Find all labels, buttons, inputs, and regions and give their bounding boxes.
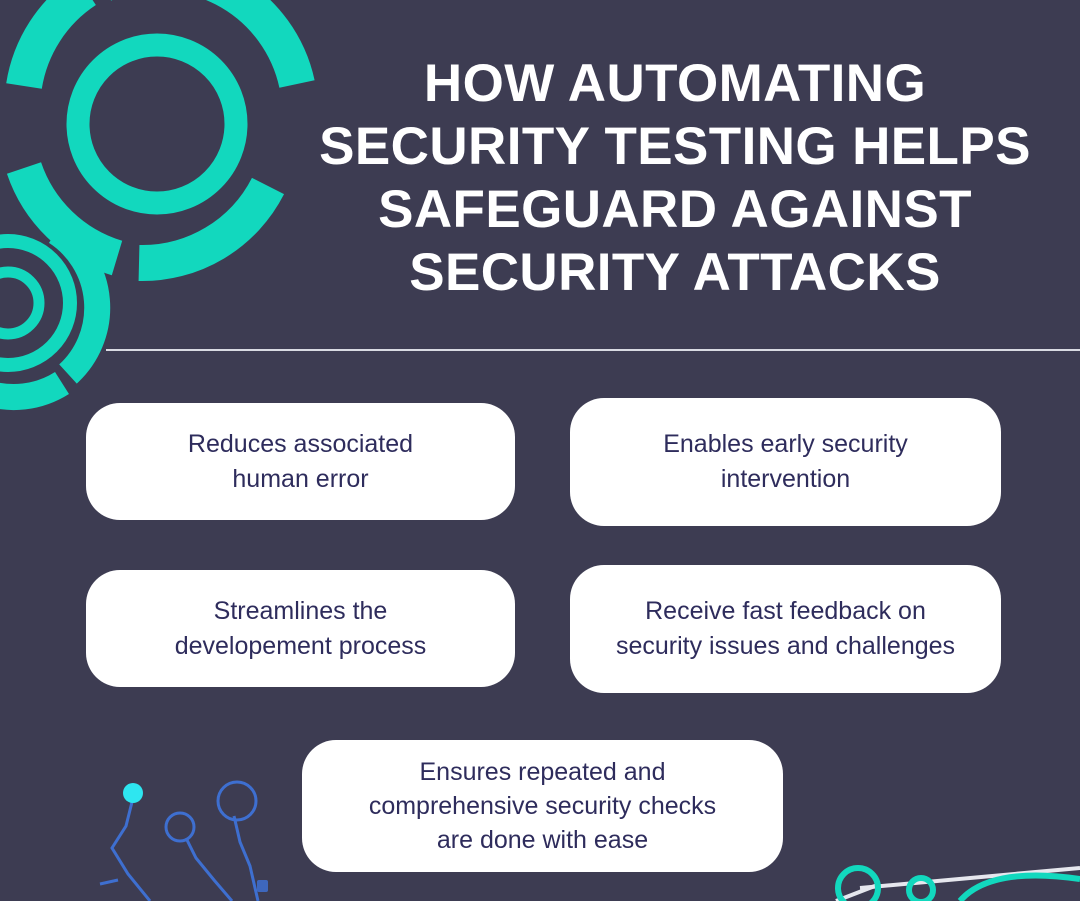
node-dot-cyan [123, 783, 143, 803]
benefit-card-label: Reduces associated human error [187, 429, 414, 493]
network-nodes-bottom-right [835, 865, 1080, 901]
header-divider [106, 349, 1080, 351]
title-line-3: SAFEGUARD AGAINST [378, 180, 972, 239]
page-title: HOW AUTOMATING SECURITY TESTING HELPS SA… [300, 52, 1050, 304]
ring-left-nested [0, 221, 111, 411]
benefit-card-label: Streamlines the developement process [174, 596, 427, 660]
node-square-blue [257, 880, 268, 892]
title-line-4: SECURITY ATTACKS [409, 243, 941, 302]
ring-top-left-inner [66, 33, 248, 215]
ring-top-left-outer [6, 0, 315, 282]
benefit-card-reduces-human-error: Reduces associated human error [86, 403, 515, 520]
benefit-card-label: Enables early security intervention [663, 430, 908, 493]
benefit-card-repeated-checks: Ensures repeated and comprehensive secur… [302, 740, 783, 872]
benefit-card-streamlines-development: Streamlines the developement process [86, 570, 515, 687]
benefit-card-label: Receive fast feedback on security issues… [615, 597, 956, 660]
page-title-wrapper: HOW AUTOMATING SECURITY TESTING HELPS SA… [300, 52, 1050, 304]
title-line-1: HOW AUTOMATING [423, 54, 927, 113]
network-nodes-bottom-left [99, 780, 260, 901]
benefit-card-early-intervention: Enables early security intervention [570, 398, 1001, 526]
title-line-2: SECURITY TESTING HELPS [319, 117, 1031, 176]
benefit-card-fast-feedback: Receive fast feedback on security issues… [570, 565, 1001, 693]
benefit-card-label: Ensures repeated and comprehensive secur… [368, 758, 717, 854]
